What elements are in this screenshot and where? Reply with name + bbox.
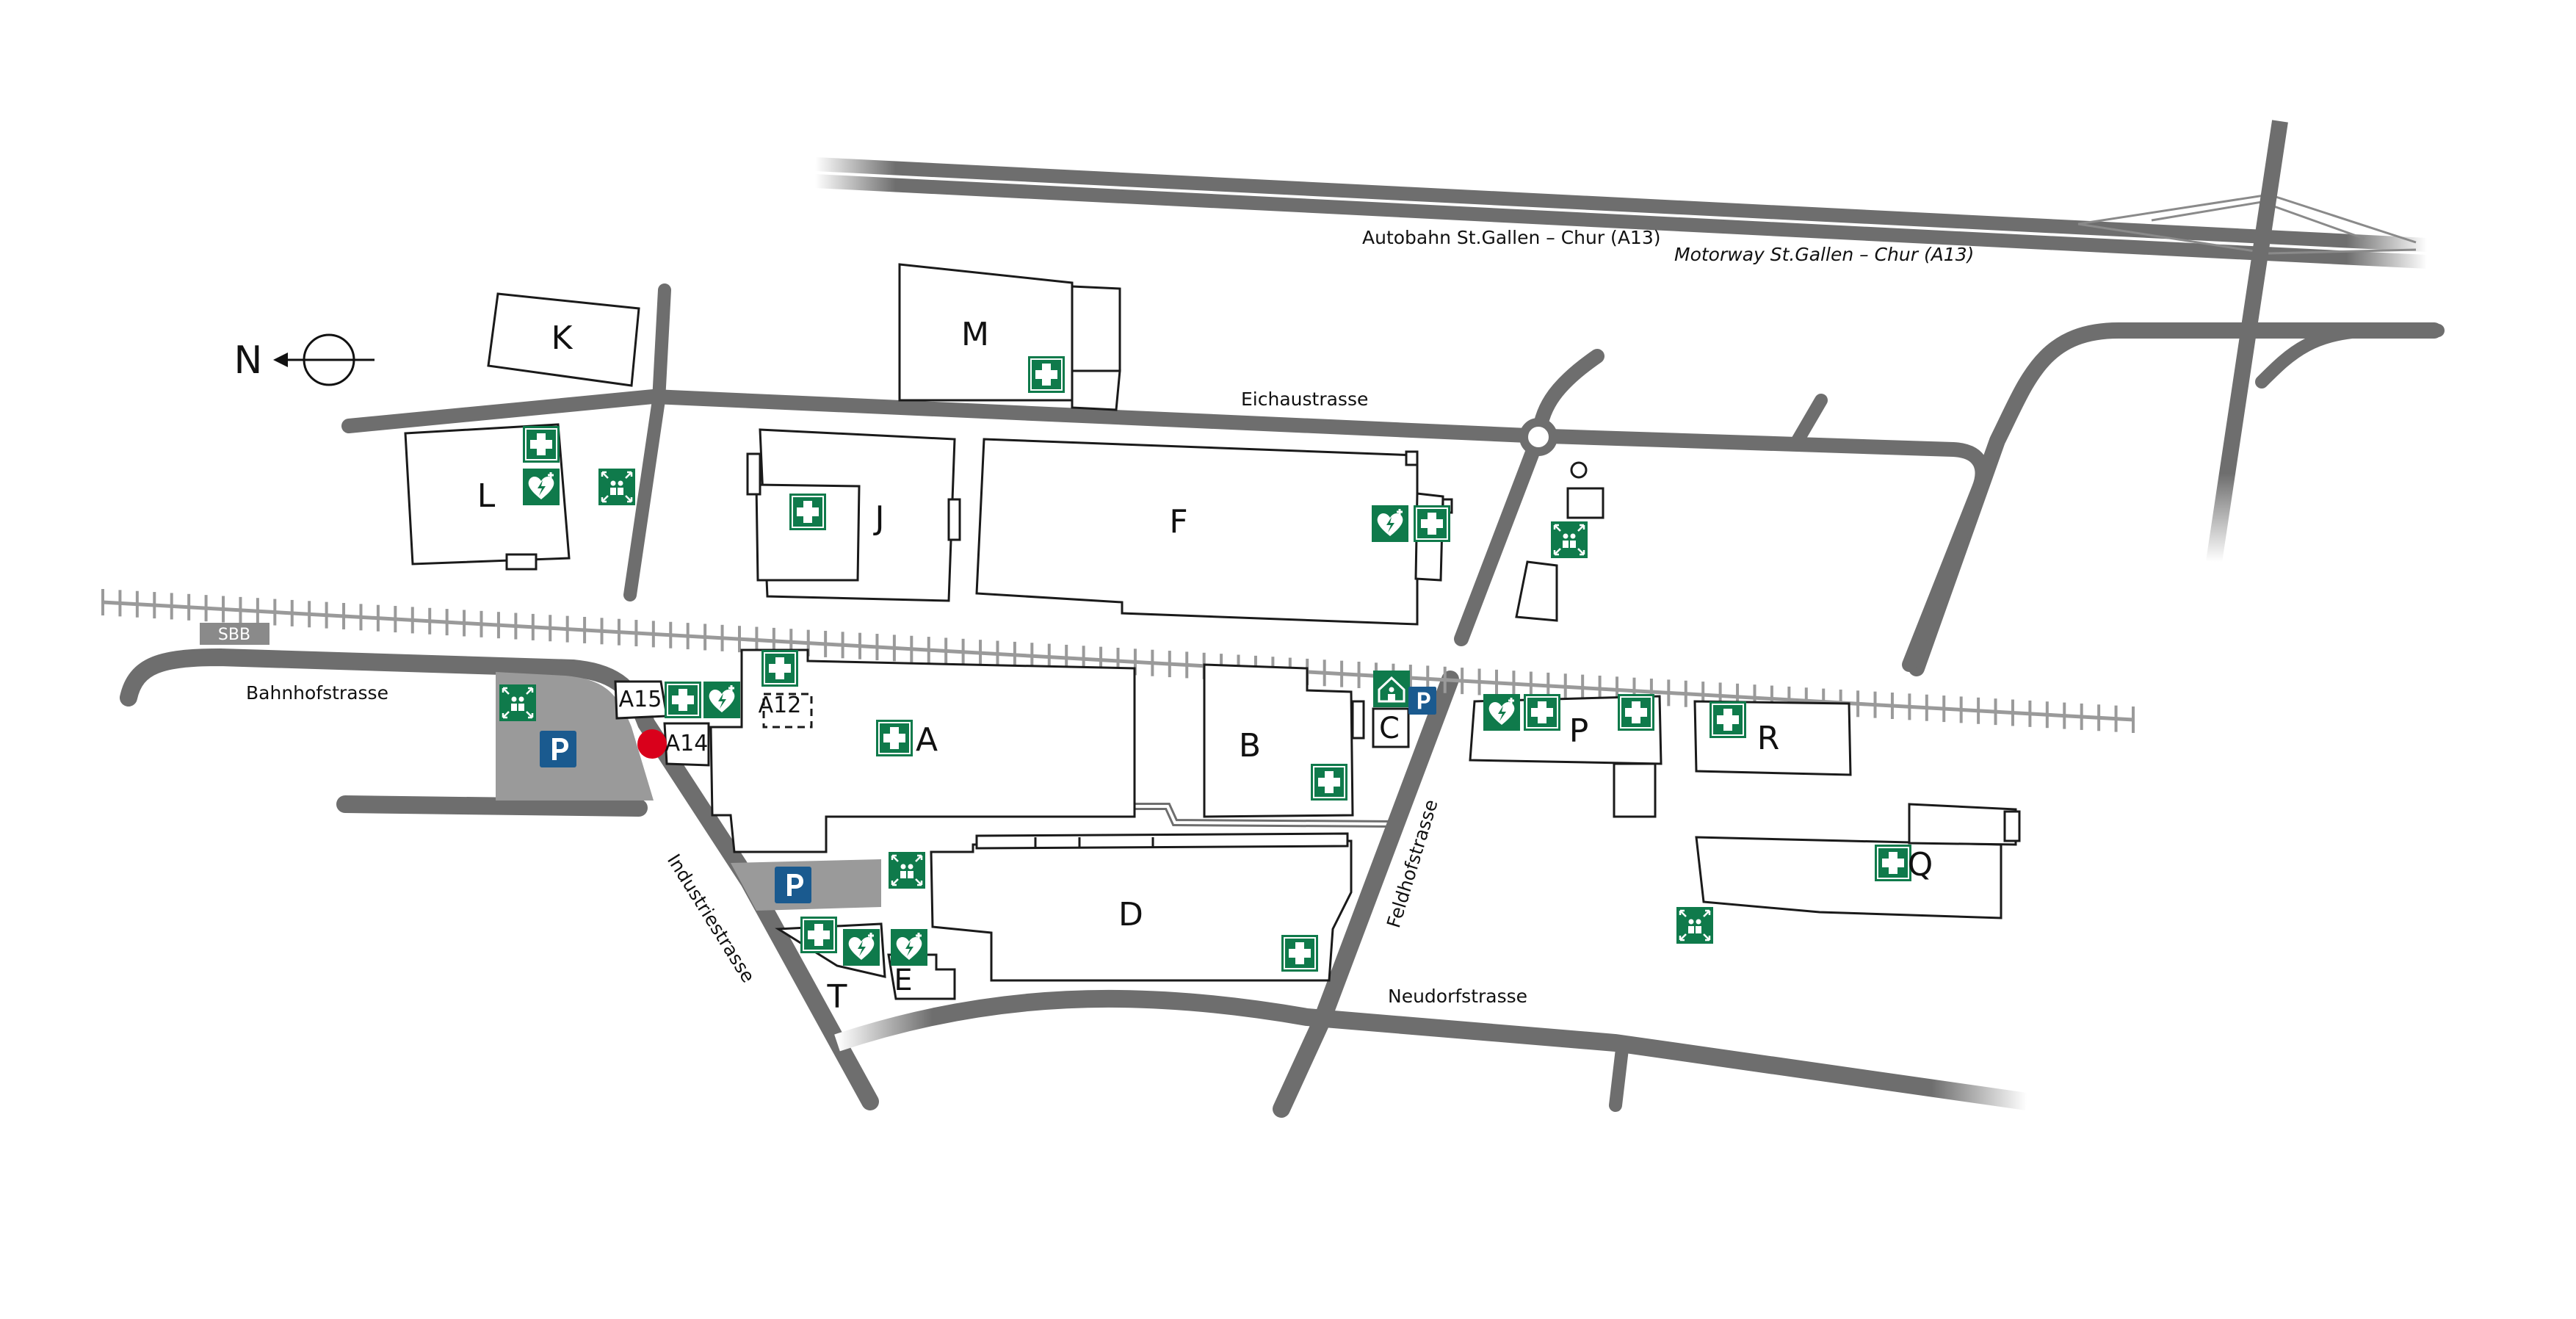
assembly-point-icon — [499, 684, 536, 721]
assembly-point-icon — [598, 469, 635, 505]
compass-arrow-icon — [273, 353, 288, 367]
entrance-a14-label: A14 — [665, 731, 709, 756]
first-aid-cross-icon — [1618, 694, 1654, 731]
eichaustrasse-road — [341, 389, 1990, 672]
building-m-label: M — [961, 316, 989, 353]
building-q — [1695, 803, 2021, 919]
assembly-point-icon — [1551, 521, 1588, 558]
bahnhofstrasse-west — [336, 795, 648, 817]
defibrillator-heart-icon — [843, 929, 880, 966]
first-aid-cross-icon — [1311, 764, 1347, 801]
building-f-label: F — [1169, 503, 1187, 541]
first-aid-cross-icon — [800, 917, 837, 953]
building-e — [887, 953, 956, 1000]
you-are-here-marker — [637, 729, 667, 759]
entrance-a14 — [663, 722, 710, 767]
parking-icon — [1408, 687, 1436, 715]
defibrillator-heart-icon — [891, 929, 927, 966]
building-q-label: Q — [1908, 846, 1933, 883]
neudorfstrasse-road — [834, 989, 2028, 1110]
building-p-label: P — [1569, 712, 1589, 750]
bahnhofstrasse-label: Bahnhofstrasse — [246, 682, 388, 704]
service-road-inner — [1135, 805, 1396, 825]
building-a-label: A — [916, 721, 938, 759]
roundabout — [1454, 349, 1604, 646]
assembly-point-icon — [889, 852, 925, 889]
entrance-a15-label: A15 — [619, 687, 662, 712]
first-aid-cross-icon — [523, 426, 560, 463]
first-aid-cross-icon — [876, 720, 913, 756]
compass-north: N — [234, 333, 375, 386]
parking-icon — [775, 867, 811, 903]
building-d-label: D — [1118, 896, 1143, 933]
building-e-label: E — [894, 964, 912, 997]
right-diagonal-road — [1909, 322, 2442, 676]
defibrillator-heart-icon — [1483, 694, 1520, 731]
eichaustrasse-branch — [1789, 394, 1828, 451]
motorway-label: Motorway St.Gallen – Chur (A13) — [1674, 244, 1974, 265]
defibrillator-heart-icon — [703, 682, 740, 718]
building-d — [930, 832, 1353, 982]
building-c-label: C — [1379, 712, 1400, 745]
building-a — [709, 648, 1136, 853]
building-c — [1372, 707, 1410, 748]
defibrillator-heart-icon — [523, 469, 560, 505]
first-aid-cross-icon — [1524, 694, 1560, 731]
building-k — [487, 292, 640, 387]
emergency-shelter-icon — [1373, 671, 1410, 707]
first-aid-cross-icon — [1028, 356, 1065, 393]
entrance-a12-label: A12 — [759, 693, 802, 718]
k-j-road — [623, 283, 671, 601]
first-aid-cross-icon — [665, 682, 701, 718]
first-aid-cross-icon — [1875, 845, 1911, 881]
sbb-station: SBB — [200, 623, 269, 645]
neudorfstrasse-branch — [1609, 1036, 1629, 1112]
autobahn-label: Autobahn St.Gallen – Chur (A13) — [1362, 227, 1660, 248]
building-m — [898, 263, 1121, 411]
building-j — [746, 428, 961, 602]
defibrillator-heart-icon — [1372, 505, 1408, 542]
first-aid-cross-icon — [1281, 935, 1318, 972]
sbb-label: SBB — [218, 626, 250, 644]
eichaustrasse-label: Eichaustrasse — [1241, 389, 1368, 410]
small-structures — [1515, 461, 1604, 622]
neudorfstrasse-label: Neudorfstrasse — [1388, 986, 1527, 1007]
building-b-label: B — [1239, 727, 1261, 765]
parking-icon — [540, 731, 576, 767]
first-aid-cross-icon — [1710, 701, 1746, 738]
assembly-point-icon — [1676, 907, 1713, 944]
first-aid-cross-icon — [761, 650, 798, 687]
first-aid-cross-icon — [789, 494, 826, 530]
building-r-label: R — [1757, 720, 1780, 757]
right-connector-road — [2206, 120, 2288, 563]
first-aid-cross-icon — [1414, 505, 1450, 542]
building-t-label: T — [827, 978, 847, 1016]
building-l-label: L — [477, 477, 496, 515]
building-j-label: J — [873, 499, 885, 537]
building-k-label: K — [551, 319, 574, 357]
compass-n-label: N — [234, 339, 263, 383]
